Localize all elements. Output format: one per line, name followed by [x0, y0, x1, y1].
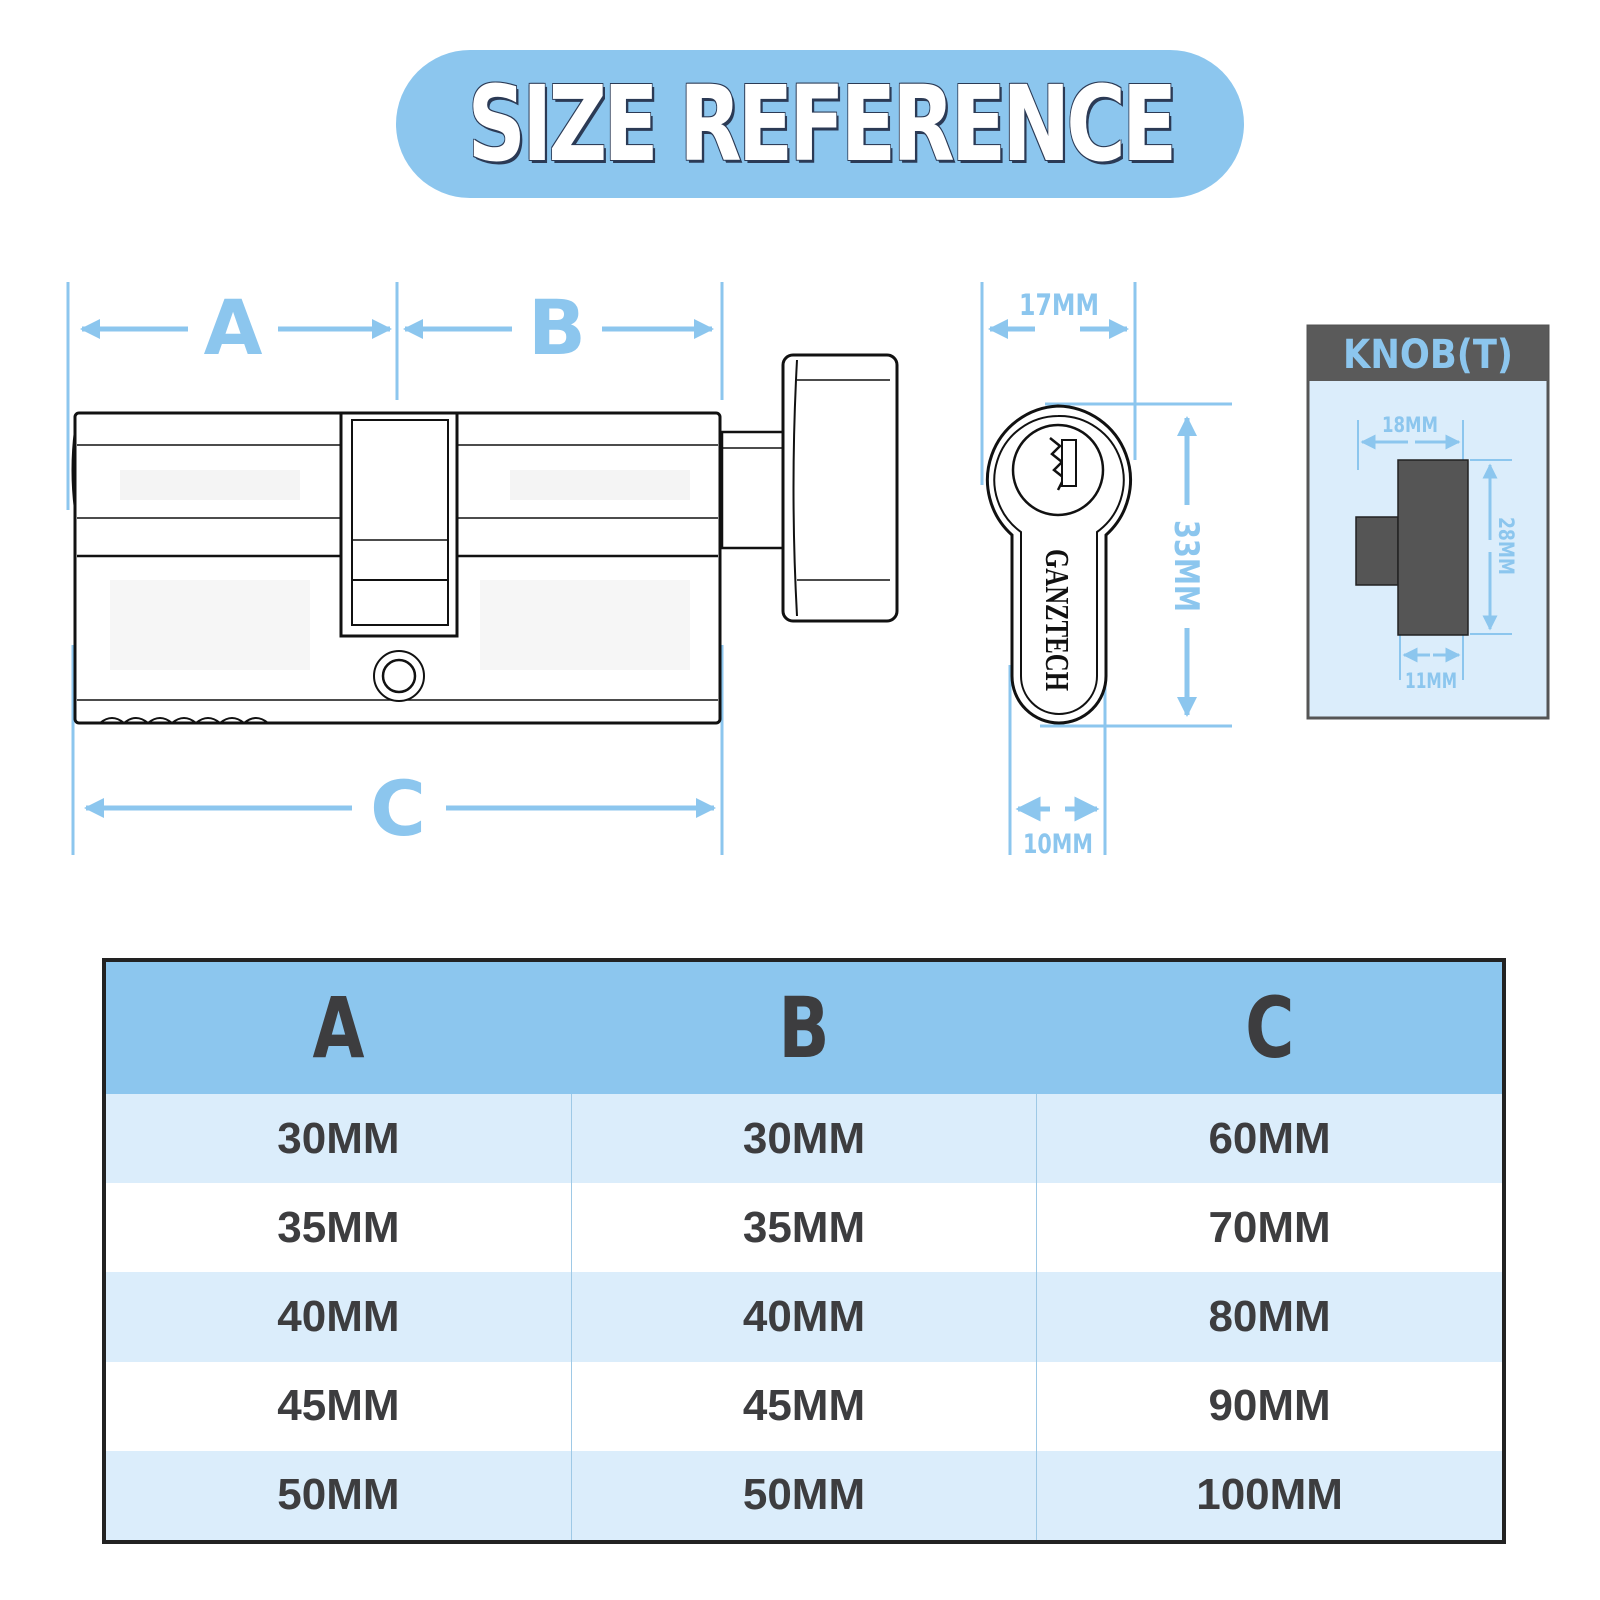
- table-row: 35MM 35MM 70MM: [106, 1183, 1502, 1273]
- cell-a: 50MM: [106, 1450, 572, 1540]
- cell-b: 50MM: [570, 1450, 1037, 1540]
- dimension-side-width: 17MM: [988, 288, 1129, 339]
- cell-b: 40MM: [570, 1272, 1037, 1362]
- side-height-label: 33MM: [1166, 520, 1206, 612]
- cell-b: 35MM: [570, 1183, 1037, 1273]
- brand-label: GANZTECH: [1038, 549, 1075, 691]
- table-row: 30MM 30MM 60MM: [106, 1094, 1502, 1184]
- cell-a: 40MM: [106, 1272, 572, 1362]
- cell-c: 100MM: [1036, 1450, 1502, 1540]
- knob-stem-shape: [1355, 516, 1399, 586]
- cell-c: 60MM: [1036, 1094, 1502, 1184]
- size-table: A B C 30MM 30MM 60MM 35MM 35MM 70MM 40MM…: [102, 958, 1506, 1544]
- knob-detail-box: KNOB(T) 18MM 28MM 11MM: [1306, 324, 1550, 720]
- knob-height-label: 28MM: [1494, 517, 1518, 575]
- table-header-row: A B C: [106, 962, 1502, 1094]
- dimension-b-label: B: [528, 283, 586, 372]
- page-title: SIZE REFERENCE: [467, 63, 1177, 185]
- cell-a: 30MM: [106, 1094, 572, 1184]
- cell-a: 45MM: [106, 1361, 572, 1451]
- cell-c: 70MM: [1036, 1183, 1502, 1273]
- dimension-side-height: 33MM: [1166, 416, 1206, 717]
- side-bottom-label: 10MM: [1023, 829, 1093, 860]
- lock-cylinder-front: [71, 353, 899, 725]
- dimension-diagram: A B C: [66, 282, 1550, 860]
- knob-base-label: 11MM: [1405, 669, 1457, 693]
- dimension-a: A: [80, 283, 392, 372]
- cell-a: 35MM: [106, 1183, 572, 1273]
- dimension-b: B: [403, 283, 714, 372]
- cell-b: 30MM: [570, 1094, 1037, 1184]
- dimension-c: C: [84, 764, 716, 853]
- dimension-side-bottom: 10MM: [1015, 796, 1100, 860]
- knob-head-shape: [1397, 459, 1469, 636]
- table-row: 50MM 50MM 100MM: [106, 1450, 1502, 1540]
- cell-c: 80MM: [1036, 1272, 1502, 1362]
- side-extension-lines: [980, 282, 1232, 855]
- table-row: 40MM 40MM 80MM: [106, 1272, 1502, 1362]
- header-a: A: [106, 962, 572, 1094]
- dimension-c-label: C: [370, 764, 426, 853]
- header-c: C: [1036, 962, 1502, 1094]
- cell-b: 45MM: [570, 1361, 1037, 1451]
- title-banner: SIZE REFERENCE: [396, 50, 1244, 198]
- side-width-label: 17MM: [1019, 288, 1099, 322]
- lock-cylinder-side: [985, 404, 1132, 725]
- front-extension-lines: [66, 282, 724, 855]
- dimension-a-label: A: [204, 283, 263, 372]
- knob-width-label: 18MM: [1382, 413, 1438, 437]
- knob-title: KNOB(T): [1343, 332, 1513, 378]
- header-b: B: [571, 962, 1037, 1094]
- table-row: 45MM 45MM 90MM: [106, 1361, 1502, 1451]
- cell-c: 90MM: [1036, 1361, 1502, 1451]
